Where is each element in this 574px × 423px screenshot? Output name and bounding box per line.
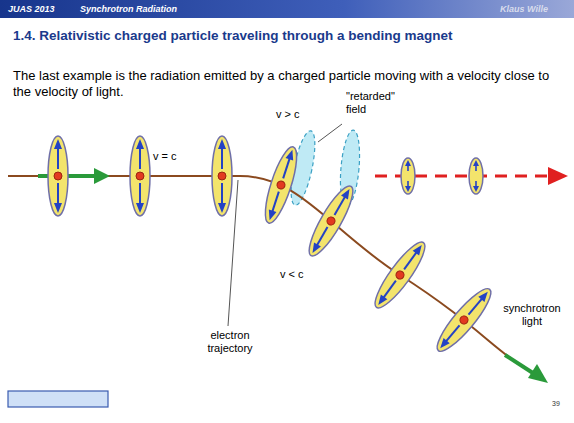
leader-line: [228, 180, 238, 326]
velocity-arrowhead: [528, 364, 548, 383]
field-ellipse: [431, 283, 498, 357]
field-ellipse: [302, 181, 359, 260]
light-label: synchrotron light: [494, 302, 570, 328]
light-field: [469, 158, 483, 194]
field-ellipse: [259, 144, 303, 226]
page-number: 39: [552, 400, 560, 407]
field-ellipse: [48, 136, 68, 216]
light-arrowhead: [548, 167, 568, 185]
slide-title: 1.4. Relativistic charged particle trave…: [13, 28, 483, 44]
velocity-label: v > c: [276, 108, 300, 120]
header-text: Synchrotron Radiation: [80, 3, 177, 15]
leader-line: [318, 124, 342, 142]
field-ellipse: [212, 136, 232, 216]
header-band: JUAS 2013 Synchrotron Radiation Klaus Will…: [0, 0, 574, 18]
velocity-arrow: [505, 355, 536, 375]
light-field: [401, 158, 415, 194]
velocity-label: v < c: [280, 268, 304, 280]
body-text: The last example is the radiation emitte…: [13, 68, 563, 100]
header-text: Klaus Wille: [500, 3, 548, 15]
field-ellipse: [130, 136, 150, 216]
velocity-label: v = c: [153, 150, 177, 162]
electron-trajectory: [8, 176, 520, 365]
field-label: "retarded" field: [346, 90, 412, 116]
header-text: JUAS 2013: [8, 3, 55, 15]
footer-box: [8, 391, 108, 407]
trajectory-label: electron trajectory: [188, 329, 272, 355]
velocity-arrowhead: [94, 168, 110, 184]
field-ellipse: [368, 237, 431, 313]
